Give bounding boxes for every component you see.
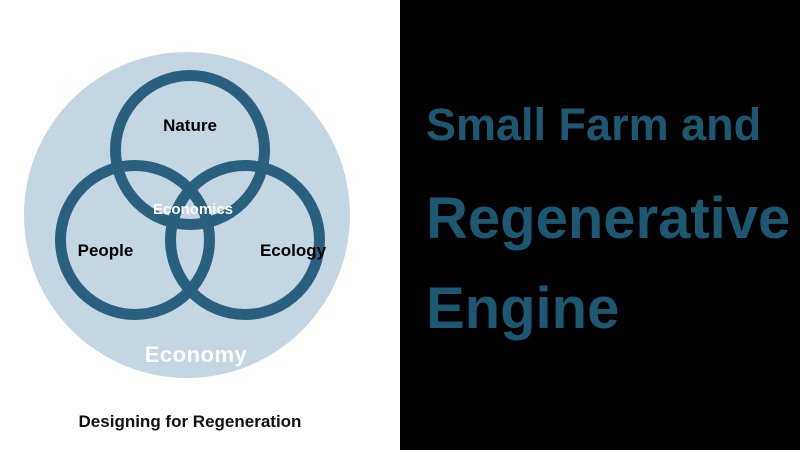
- economics-label: Economics: [152, 201, 234, 218]
- diagram-caption: Designing for Regeneration: [78, 412, 302, 431]
- nature-label: Nature: [163, 116, 217, 135]
- title-line-1: Small Farm and: [426, 99, 762, 150]
- economy-label: Economy: [144, 342, 248, 367]
- title-line-3: Engine: [426, 276, 620, 341]
- ecology-label: Ecology: [259, 241, 327, 260]
- title-panel: Small Farm and Regenerative Engine: [400, 0, 800, 450]
- people-label: People: [77, 241, 134, 260]
- diagram-panel: Nature Economics People Ecology Economy …: [24, 52, 350, 431]
- ecology-circle: [165, 160, 325, 320]
- title-line-2: Regenerative: [426, 186, 791, 251]
